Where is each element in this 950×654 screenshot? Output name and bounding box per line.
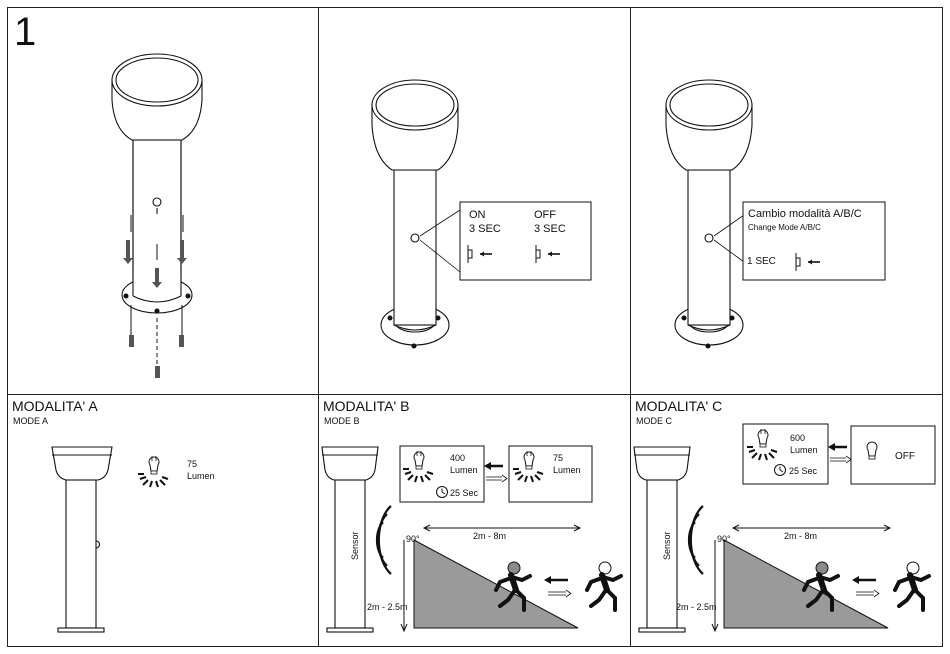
mode-c-high-unit: Lumen — [790, 445, 818, 455]
mode-c-motion-arrows — [852, 576, 879, 597]
mode-b-height: 2m - 2.5m — [367, 602, 408, 612]
mode-c-sensor-label: Sensor — [662, 531, 672, 560]
change-mode-subtitle: Change Mode A/B/C — [748, 223, 821, 232]
off-label: OFF — [534, 209, 556, 221]
mode-c-timer: 25 Sec — [789, 466, 818, 476]
mode-b-switch-arrows — [484, 462, 507, 482]
bollard-panel-b — [372, 80, 460, 348]
on-label: ON — [469, 209, 486, 221]
change-mode-time: 1 SEC — [747, 256, 776, 267]
mode-c-range: 2m - 8m — [784, 531, 817, 541]
change-mode-title: Cambio modalità A/B/C — [748, 208, 862, 220]
mode-b-angle: 90° — [406, 534, 420, 544]
mode-b-motion-arrows — [544, 576, 571, 597]
bollard-mode-a — [52, 447, 112, 632]
mode-b-high-value: 400 — [450, 453, 465, 463]
mode-b-detection-zone — [414, 540, 578, 628]
mode-b-low-value: 75 — [553, 453, 563, 463]
mode-b-range: 2m - 8m — [473, 531, 506, 541]
on-time: 3 SEC — [469, 223, 501, 235]
mode-c-height: 2m - 2.5m — [676, 602, 717, 612]
mode-b-high-unit: Lumen — [450, 465, 478, 475]
mode-c-off-box — [851, 426, 935, 484]
mode-c-off-label: OFF — [895, 451, 915, 462]
mode-b-sensor-label: Sensor — [350, 531, 360, 560]
mode-b-clock-icon — [437, 487, 448, 498]
mode-b-sensor-waves — [377, 506, 391, 574]
mode-c-sensor-waves — [689, 506, 703, 574]
bollard-panel-c — [666, 80, 752, 348]
mode-c-high-value: 600 — [790, 433, 805, 443]
bulb-icon-mode-a — [138, 456, 168, 487]
mode-a-lumen-value: 75 — [187, 459, 197, 469]
person-away-c-icon — [895, 562, 929, 610]
person-away-icon — [587, 562, 621, 610]
mode-b-low-unit: Lumen — [553, 465, 581, 475]
mode-c-clock-icon — [775, 465, 786, 476]
bollard-exploded-illustration — [112, 54, 202, 378]
mode-c-switch-arrows — [828, 443, 851, 463]
mode-a-lumen-unit: Lumen — [187, 471, 215, 481]
off-time: 3 SEC — [534, 223, 566, 235]
mode-c-angle: 90° — [717, 534, 731, 544]
mode-b-timer: 25 Sec — [450, 488, 479, 498]
